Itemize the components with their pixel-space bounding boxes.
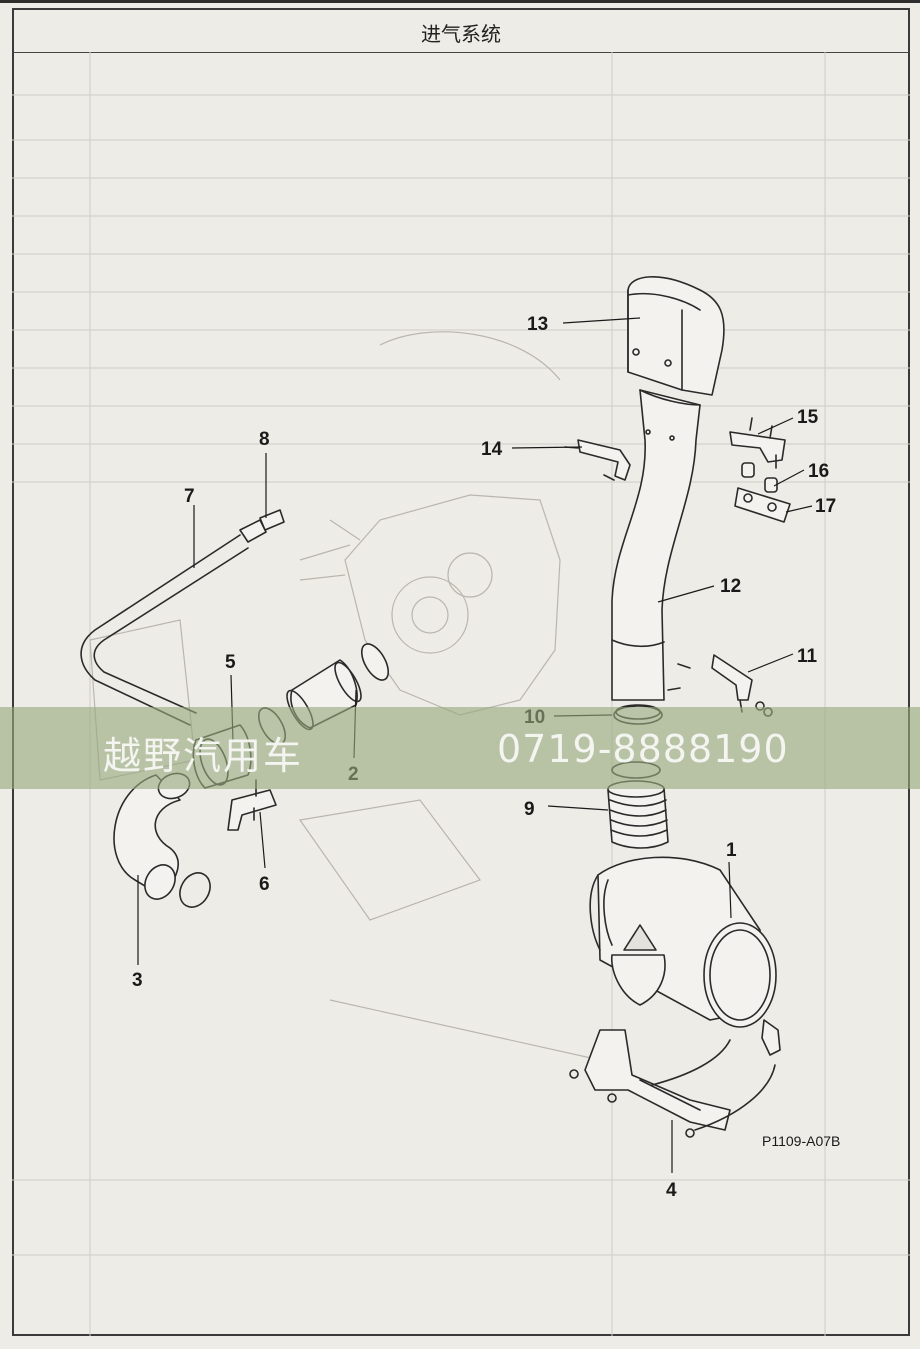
callout-4: 4: [666, 1180, 677, 1201]
title-row: 进气系统: [12, 10, 910, 53]
page-frame: [12, 8, 910, 1336]
part-4-bracket-bands: [569, 1029, 776, 1138]
part-12-intake-pipe: [611, 389, 701, 701]
callout-8: 8: [259, 429, 270, 450]
callout-labels: 1 2 3 4 5 6 7 8 9 10 11 12 13 14 15 16 1…: [132, 314, 840, 1201]
callout-13: 13: [527, 314, 548, 335]
figure-code: P1109-A07B: [762, 1133, 840, 1149]
callout-17: 17: [815, 496, 836, 517]
callout-9: 9: [524, 799, 535, 820]
part-3-elbow-hose: [113, 772, 211, 908]
part-7-hose: [80, 534, 249, 726]
callout-6: 6: [259, 874, 270, 895]
callout-7: 7: [184, 486, 195, 507]
part-9-bellows: [607, 780, 669, 849]
watermark-phone: 0719-8888190: [497, 727, 789, 771]
part-16-rubber-blocks: [741, 462, 778, 493]
callout-15: 15: [797, 407, 819, 428]
part-8-fitting: [239, 509, 285, 543]
callout-3: 3: [132, 970, 143, 991]
part-17-mounting-plate: [734, 487, 791, 523]
watermark-banner: 越野汽用车 0719-8888190: [0, 707, 920, 789]
part-13-rain-cap: [627, 276, 725, 396]
top-rule: [0, 0, 920, 3]
part-15-bracket: [729, 417, 786, 469]
callout-5: 5: [225, 652, 236, 673]
watermark-name: 越野汽用车: [103, 734, 304, 778]
callout-14: 14: [481, 439, 503, 460]
callout-16: 16: [808, 461, 829, 482]
callout-1: 1: [726, 840, 737, 861]
callout-12: 12: [720, 576, 741, 597]
page-title: 进气系统: [421, 22, 501, 46]
callout-11: 11: [797, 646, 818, 667]
part-14-bracket: [564, 439, 631, 481]
part-1-air-cleaner: [589, 856, 781, 1056]
